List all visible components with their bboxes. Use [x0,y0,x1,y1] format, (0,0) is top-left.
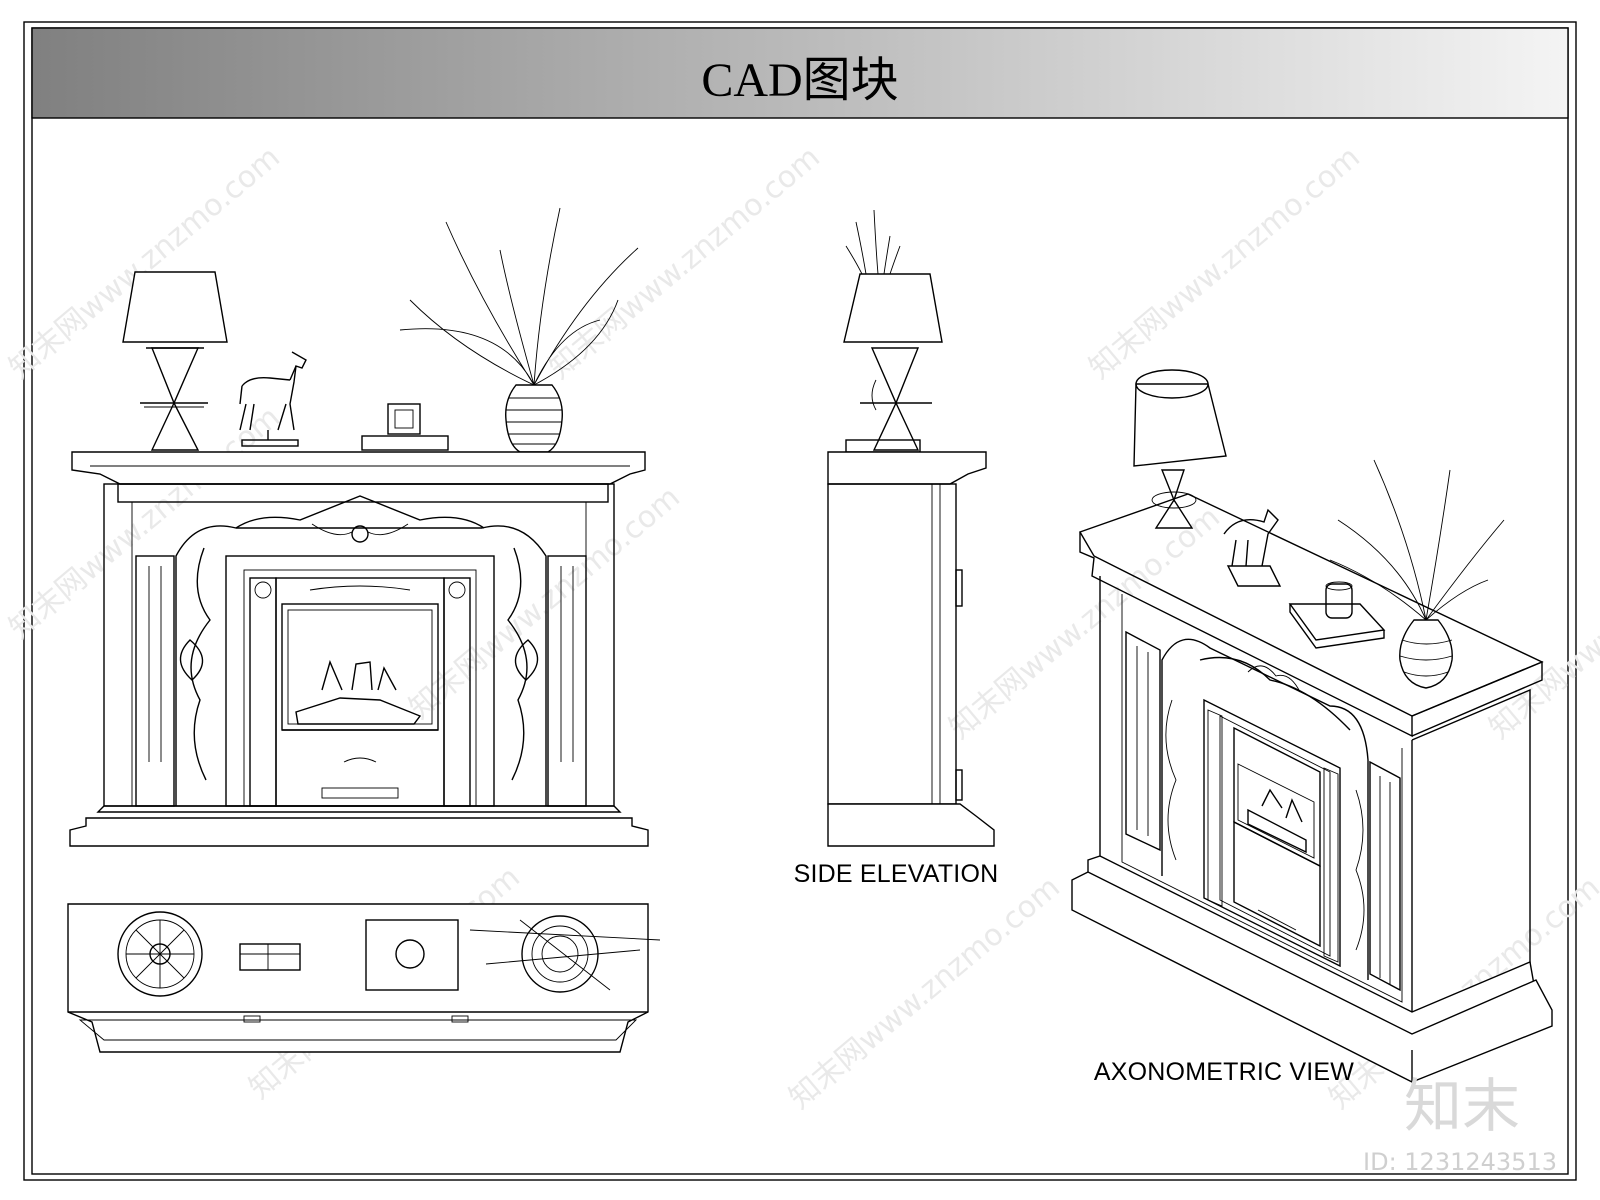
watermark-text: 知末网www.znzmo.com [3,140,287,386]
watermark-text: 知末网www.znzmo.com [1483,500,1600,746]
side-elevation-label: SIDE ELEVATION [794,860,999,888]
side-elevation: SIDE ELEVATION [794,209,999,888]
watermark-text: 知末网www.znzmo.com [943,500,1227,746]
top-plan [67,903,661,1053]
axonometric-view: AXONOMETRIC VIEW [1071,369,1553,1086]
watermark-text: 知末网www.znzmo.com [783,870,1067,1116]
watermark-id: ID: 1231243513 [1363,1148,1557,1176]
axonometric-view-label: AXONOMETRIC VIEW [1094,1058,1354,1086]
outer-frame [23,21,1577,1181]
title-bar: CAD图块 [31,27,1569,119]
photo-frame [361,403,449,451]
table-lamp [122,271,228,451]
vase-branches [399,207,639,453]
watermark-logo: 知末 [1404,1072,1520,1140]
front-elevation [69,207,649,847]
horse-figurine [239,351,307,447]
watermark-text: 知末网www.znzmo.com [1083,140,1367,386]
page-title: CAD图块 [701,54,898,107]
